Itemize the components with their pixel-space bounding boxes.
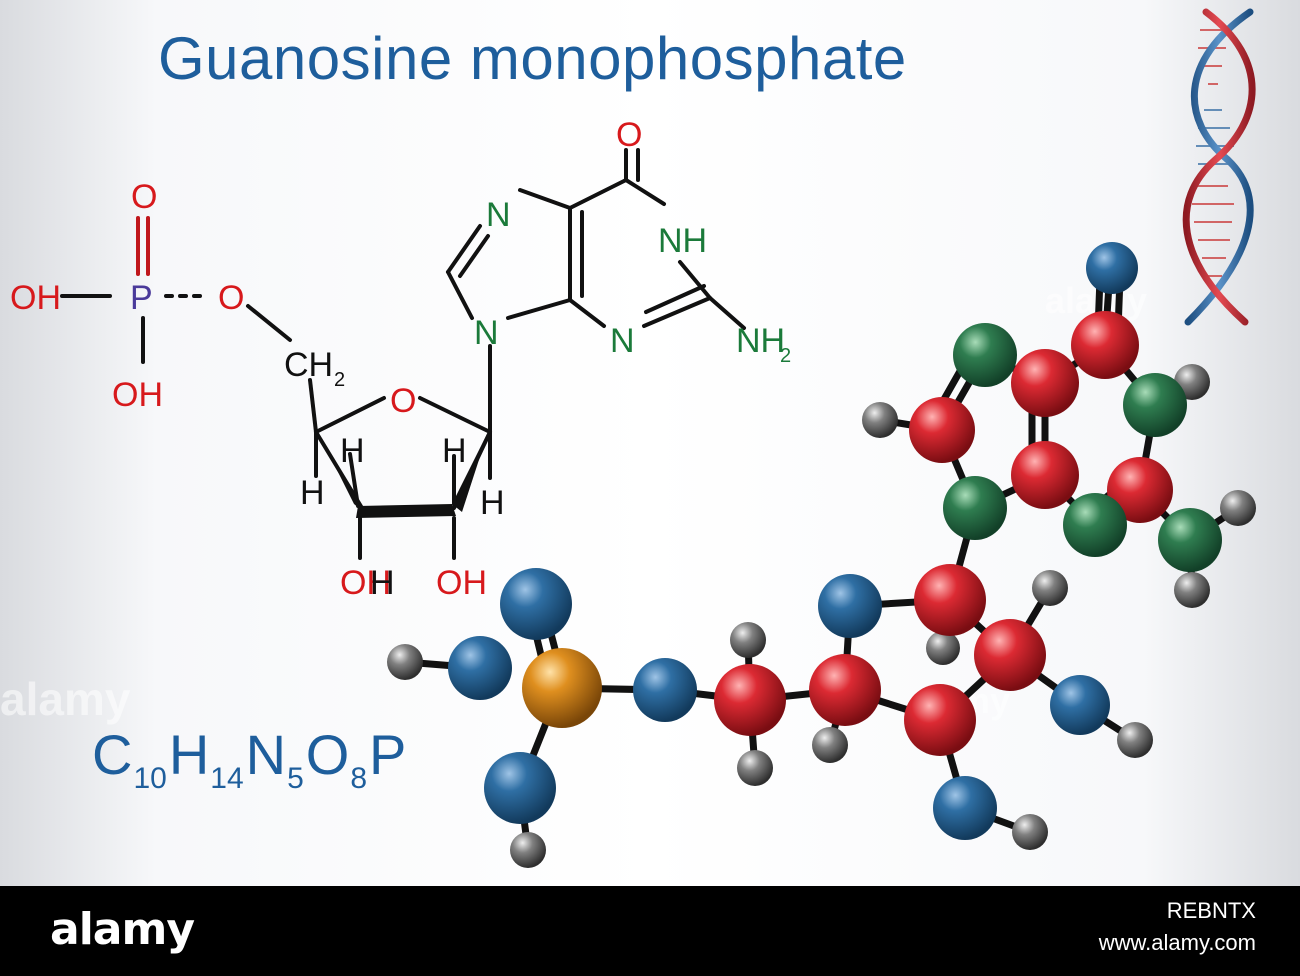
hydrogen-atom <box>926 631 960 665</box>
hydrogen-atom <box>730 622 766 658</box>
carbon-atom <box>974 619 1046 691</box>
atom-label: O <box>218 279 244 317</box>
hydrogen-atom <box>1117 722 1153 758</box>
hydrogen-atom <box>812 727 848 763</box>
nitrogen-atom <box>943 476 1007 540</box>
alamy-logo: alamy <box>50 904 195 955</box>
atom-label: OH <box>340 564 391 602</box>
formula-element: N <box>245 723 287 786</box>
hydrogen-atom <box>1220 490 1256 526</box>
nitrogen-atom <box>1063 493 1127 557</box>
atom-labels: O P OH OH O CH 2 O H H H H OH H OH N N N… <box>10 116 791 602</box>
oxygen-atom <box>1086 242 1138 294</box>
atom-label: H <box>480 484 505 522</box>
hydrogen-atom <box>1012 814 1048 850</box>
atom-label: P <box>130 279 153 317</box>
carbon-atom <box>904 684 976 756</box>
atom-label: NH <box>736 322 785 360</box>
dna-helix-icon <box>1182 8 1256 326</box>
hydrogen-atom <box>510 832 546 868</box>
formula-count: 10 <box>133 762 167 795</box>
oxygen-atom <box>1050 675 1110 735</box>
atom-label: H <box>300 474 325 512</box>
model-atoms <box>387 242 1256 868</box>
page-title: Guanosine monophosphate <box>158 25 907 92</box>
oxygen-atom <box>933 776 997 840</box>
canvas <box>0 0 1300 886</box>
oxygen-atom <box>448 636 512 700</box>
atom-label: OH <box>10 279 61 317</box>
formula-count: 14 <box>210 762 244 795</box>
nitrogen-atom <box>953 323 1017 387</box>
phosphorus-atom <box>522 648 602 728</box>
atom-label: O <box>390 382 416 420</box>
atom-label: N <box>610 322 635 360</box>
formula-element: P <box>369 723 407 786</box>
carbon-atom <box>714 664 786 736</box>
formula-count: 5 <box>287 762 304 795</box>
carbon-atom <box>1071 311 1139 379</box>
atom-subscript: 2 <box>334 369 345 391</box>
carbon-atom <box>809 654 881 726</box>
oxygen-atom <box>484 752 556 824</box>
atom-label: CH <box>284 346 333 384</box>
atom-label: H <box>370 564 395 602</box>
carbon-atom <box>914 564 986 636</box>
hydrogen-atom <box>862 402 898 438</box>
oxygen-atom <box>818 574 882 638</box>
atom-subscript: 2 <box>780 345 791 367</box>
footer-bar: alamy REBNTX www.alamy.com <box>0 886 1300 976</box>
hydrogen-atom <box>387 644 423 680</box>
atom-label: O <box>131 178 157 216</box>
watermark: alamy <box>0 673 131 725</box>
atom-label: N <box>486 196 511 234</box>
formula-element: H <box>168 723 210 786</box>
formula-element: C <box>92 723 133 786</box>
molecule-diagram: O P OH OH O CH 2 O H H H H OH H OH N N N… <box>10 8 1256 868</box>
atom-label: O <box>616 116 642 154</box>
formula-count: 8 <box>350 762 368 795</box>
hydrogen-atom <box>737 750 773 786</box>
formula-element: O <box>305 723 350 786</box>
site-url: www.alamy.com <box>1098 930 1256 955</box>
carbon-atom <box>1011 441 1079 509</box>
skeletal-structure <box>60 148 746 560</box>
hydrogen-atom <box>1174 572 1210 608</box>
image-id: REBNTX <box>1166 898 1256 923</box>
nitrogen-atom <box>1158 508 1222 572</box>
atom-label: N <box>474 314 499 352</box>
molecular-formula: C10H14N5O8P <box>92 722 406 796</box>
atom-label: NH <box>658 222 707 260</box>
carbon-atom <box>1107 457 1173 523</box>
atom-label: OH <box>436 564 487 602</box>
atom-label: OH <box>112 376 163 414</box>
carbon-atom <box>909 397 975 463</box>
oxygen-atom <box>633 658 697 722</box>
atom-label: H <box>340 432 365 470</box>
carbon-atom <box>1011 349 1079 417</box>
nitrogen-atom <box>1123 373 1187 437</box>
oxygen-atom <box>500 568 572 640</box>
hydrogen-atom <box>1032 570 1068 606</box>
atom-label: H <box>442 432 467 470</box>
